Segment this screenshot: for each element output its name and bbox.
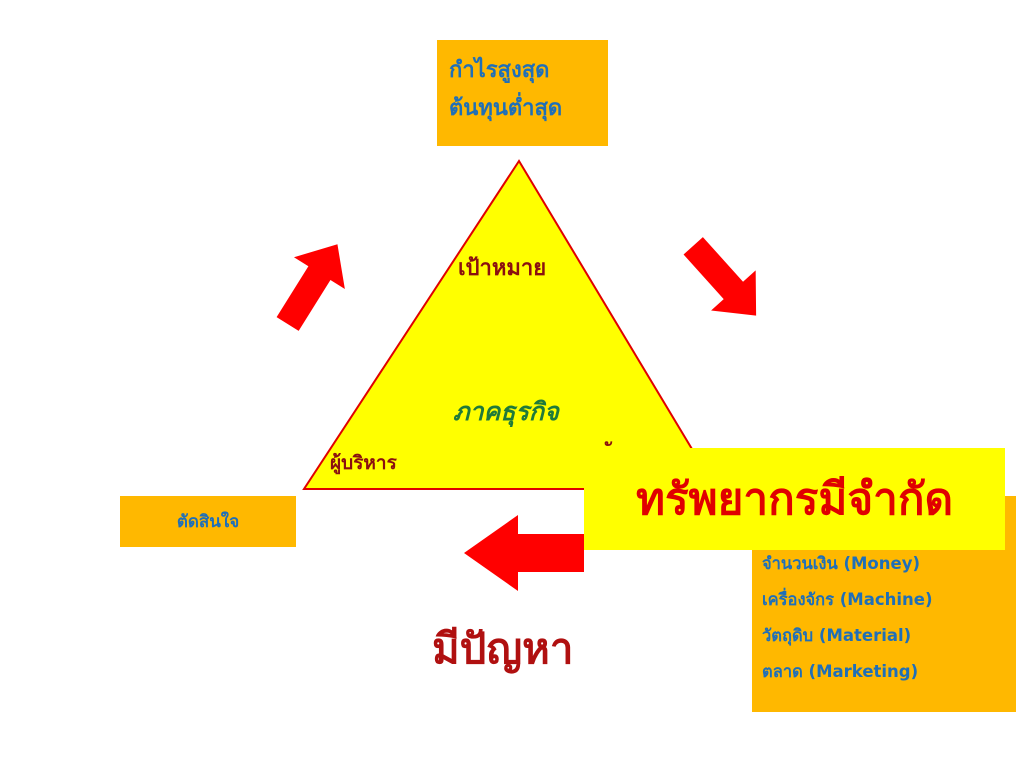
business-triangle (302, 159, 718, 490)
arrow-left-icon (464, 515, 584, 591)
resource-item-marketing: ตลาด (Marketing) (762, 662, 919, 681)
limited-resources-label: ทรัพยากรมีจำกัด (635, 474, 954, 525)
decision-label: ตัดสินใจ (176, 512, 240, 532)
triangle-left-label: ผู้บริหาร (330, 452, 397, 474)
limited-resources-banner: ทรัพยากรมีจำกัด (584, 448, 1005, 550)
goal-box: กำไรสูงสุด ต้นทุนต่ำสุด (437, 40, 608, 146)
triangle-center-label: ภาคธุรกิจ (453, 397, 559, 426)
decision-box: ตัดสินใจ (120, 496, 296, 547)
problem-label: มีปัญหา (432, 624, 574, 673)
arrow-up-right-icon (276, 244, 345, 331)
triangle-top-label: เป้าหมาย (458, 256, 547, 281)
resource-item-material: วัตถุดิบ (Material) (762, 626, 912, 645)
resource-item-machine: เครื่องจักร (Machine) (762, 590, 933, 609)
resource-item-money: จำนวนเงิน (Money) (762, 554, 921, 573)
arrow-down-right-icon (683, 237, 757, 316)
goal-min-cost: ต้นทุนต่ำสุด (449, 96, 563, 121)
goal-max-profit: กำไรสูงสุด (449, 58, 550, 83)
